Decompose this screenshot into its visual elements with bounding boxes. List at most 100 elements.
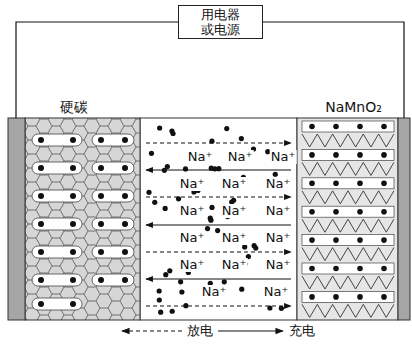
sodium-dot	[357, 237, 363, 243]
sodium-dot	[122, 221, 128, 227]
cathode-layer	[302, 291, 394, 302]
charge-ion-arrow	[146, 278, 291, 279]
sodium-dot	[333, 237, 339, 243]
discharge-ion-arrow	[146, 142, 291, 143]
current-collector	[398, 118, 410, 320]
sodium-dot	[333, 266, 339, 272]
electrolyte-dot	[239, 287, 244, 292]
cathode-layer	[302, 235, 394, 246]
mno2-layer	[302, 162, 394, 175]
sodium-dot	[38, 137, 44, 143]
sodium-dot	[357, 124, 363, 130]
sodium-dot	[381, 266, 387, 272]
sodium-dot	[122, 165, 128, 171]
electrolyte-dot	[215, 228, 220, 233]
carbon-slot	[92, 246, 134, 258]
electrolyte-dot	[239, 136, 244, 141]
carbon-slot	[32, 218, 82, 230]
sodium-dot	[309, 237, 315, 243]
carbon-slot	[32, 298, 82, 310]
sodium-dot	[38, 165, 44, 171]
electrolyte-dot	[167, 268, 172, 273]
circuit-wire	[263, 22, 404, 118]
ion-label: Na⁺	[179, 258, 206, 272]
ion-label: Na⁺	[221, 177, 248, 191]
device-box: 用电器 或电源	[178, 5, 263, 39]
sodium-dot	[98, 165, 104, 171]
ion-label: Na⁺	[221, 258, 248, 272]
sodium-dot	[309, 181, 315, 187]
sodium-dot	[98, 249, 104, 255]
sodium-dot	[38, 249, 44, 255]
sodium-dot	[122, 249, 128, 255]
carbon-slot	[32, 246, 82, 258]
electrolyte-dot	[157, 125, 162, 130]
sodium-dot	[333, 181, 339, 187]
ion-label: Na⁺	[270, 150, 297, 164]
sodium-dot	[98, 277, 104, 283]
electrolyte-dot	[146, 190, 151, 195]
electrolyte-dot	[163, 272, 168, 277]
electrolyte-dot	[149, 151, 154, 156]
cathode-layer	[302, 178, 394, 189]
sodium-dot	[333, 152, 339, 158]
sodium-dot	[122, 193, 128, 199]
device-label: 用电器 或电源	[197, 7, 244, 37]
current-collector	[8, 118, 25, 320]
discharge-ion-arrow	[146, 251, 291, 252]
sodium-dot	[381, 209, 387, 215]
electrolyte-dot	[176, 196, 181, 201]
carbon-slot	[92, 134, 134, 146]
electrolyte-dot	[152, 200, 157, 205]
sodium-dot	[122, 137, 128, 143]
carbon-slot	[32, 134, 82, 146]
ion-label: Na⁺	[179, 204, 206, 218]
electrolyte-dot	[157, 288, 162, 293]
electrolyte-dot	[157, 297, 162, 302]
sodium-dot	[70, 221, 76, 227]
carbon-slot	[92, 274, 134, 286]
ion-label: Na⁺	[201, 285, 228, 299]
mno2-layer	[302, 191, 394, 204]
electrolyte-dot	[183, 166, 188, 171]
ion-label: Na⁺	[187, 150, 214, 164]
electrolyte-dot	[170, 309, 175, 314]
cathode-layer	[302, 121, 394, 132]
sodium-dot	[381, 124, 387, 130]
sodium-dot	[309, 266, 315, 272]
sodium-dot	[357, 152, 363, 158]
carbon-slot	[92, 162, 134, 174]
circuit-wire	[16, 22, 178, 118]
ion-label: Na⁺	[221, 204, 248, 218]
sodium-dot	[357, 294, 363, 300]
charge-arrow	[218, 330, 283, 331]
electrolyte-dot	[279, 306, 284, 311]
electrolyte-dot	[267, 305, 272, 310]
electrolyte-dot	[231, 198, 236, 203]
electrolyte-dot	[209, 139, 214, 144]
electrode-label: NaMnO₂	[325, 99, 382, 115]
ion-label: Na⁺	[265, 177, 292, 191]
electrolyte-dot	[158, 310, 163, 315]
mno2-layer	[302, 276, 394, 289]
electrolyte-dot	[224, 126, 229, 131]
sodium-dot	[309, 152, 315, 158]
sodium-dot	[70, 137, 76, 143]
ion-label: Na⁺	[265, 204, 292, 218]
hard-carbon-body	[25, 118, 140, 320]
sodium-dot	[381, 294, 387, 300]
electrolyte-dot	[252, 243, 257, 248]
sodium-dot	[70, 277, 76, 283]
electrode: 硬碳	[8, 118, 140, 320]
ion-label: Na⁺	[263, 285, 290, 299]
electrolyte	[140, 118, 297, 320]
ion-label: Na⁺	[227, 150, 254, 164]
electrolyte-dot	[212, 166, 217, 171]
electrolyte-dot	[165, 164, 170, 169]
electrolyte-dot	[205, 226, 210, 231]
sodium-dot	[333, 209, 339, 215]
mno2-layer	[302, 134, 394, 147]
electrolyte-dot	[178, 279, 183, 284]
sodium-dot	[70, 193, 76, 199]
sodium-dot	[381, 237, 387, 243]
